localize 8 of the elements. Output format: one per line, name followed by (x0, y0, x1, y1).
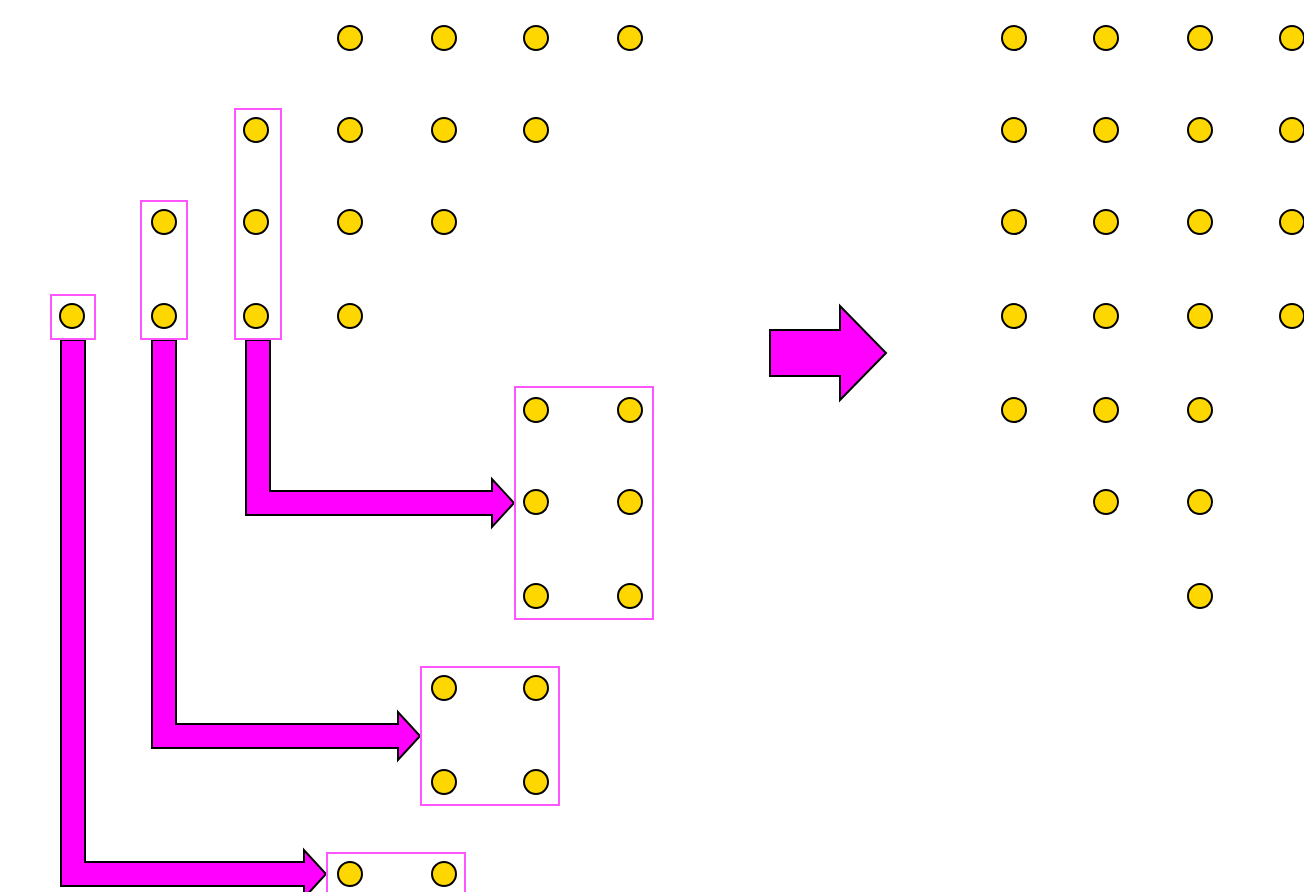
group-box (50, 294, 96, 340)
group-box (514, 386, 654, 620)
arrow (245, 339, 516, 530)
group-box (140, 200, 188, 340)
group-box (234, 108, 282, 340)
group-box (420, 666, 560, 806)
arrow (60, 339, 328, 892)
arrow (151, 339, 422, 763)
